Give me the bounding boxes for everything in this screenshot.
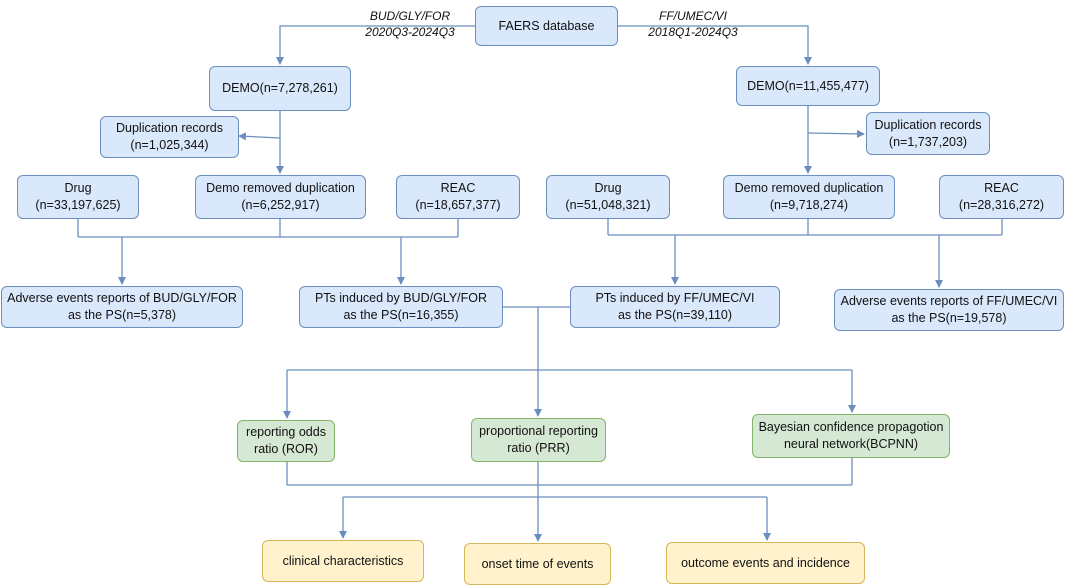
demo-removed-left-node: Demo removed duplication (n=6,252,917)	[195, 175, 366, 219]
bcpnn-method-node: Bayesian confidence propagotion neural n…	[752, 414, 950, 458]
demo-left-node: DEMO(n=7,278,261)	[209, 66, 351, 111]
reac-left-node: REAC (n=18,657,377)	[396, 175, 520, 219]
clinical-characteristics-node: clinical characteristics	[262, 540, 424, 582]
onset-time-node: onset time of events	[464, 543, 611, 585]
prr-method-node: proportional reporting ratio (PRR)	[471, 418, 606, 462]
duplication-right-node: Duplication records (n=1,737,203)	[866, 112, 990, 155]
ae-reports-left-node: Adverse events reports of BUD/GLY/FOR as…	[1, 286, 243, 328]
faers-database-node: FAERS database	[475, 6, 618, 46]
demo-removed-right-node: Demo removed duplication (n=9,718,274)	[723, 175, 895, 219]
edge-demo-left-to-dup	[238, 132, 281, 141]
outcome-events-node: outcome events and incidence	[666, 542, 865, 584]
demo-right-node: DEMO(n=11,455,477)	[736, 66, 880, 106]
ror-method-node: reporting odds ratio (ROR)	[237, 420, 335, 462]
pts-induced-left-node: PTs induced by BUD/GLY/FOR as the PS(n=1…	[299, 286, 503, 328]
left-period-label: BUD/GLY/FOR 2020Q3-2024Q3	[365, 9, 455, 39]
edge-demo-right-to-dup	[807, 129, 865, 138]
reac-right-node: REAC (n=28,316,272)	[939, 175, 1064, 219]
pts-induced-right-node: PTs induced by FF/UMEC/VI as the PS(n=39…	[570, 286, 780, 328]
edge-faers-to-demo-right	[618, 25, 812, 65]
drug-left-node: Drug (n=33,197,625)	[17, 175, 139, 219]
right-period-label: FF/UMEC/VI 2018Q1-2024Q3	[648, 9, 738, 39]
duplication-left-node: Duplication records (n=1,025,344)	[100, 116, 239, 158]
edge-faers-to-demo-left	[276, 25, 475, 65]
ae-reports-right-node: Adverse events reports of FF/UMEC/VI as …	[834, 289, 1064, 331]
drug-right-node: Drug (n=51,048,321)	[546, 175, 670, 219]
